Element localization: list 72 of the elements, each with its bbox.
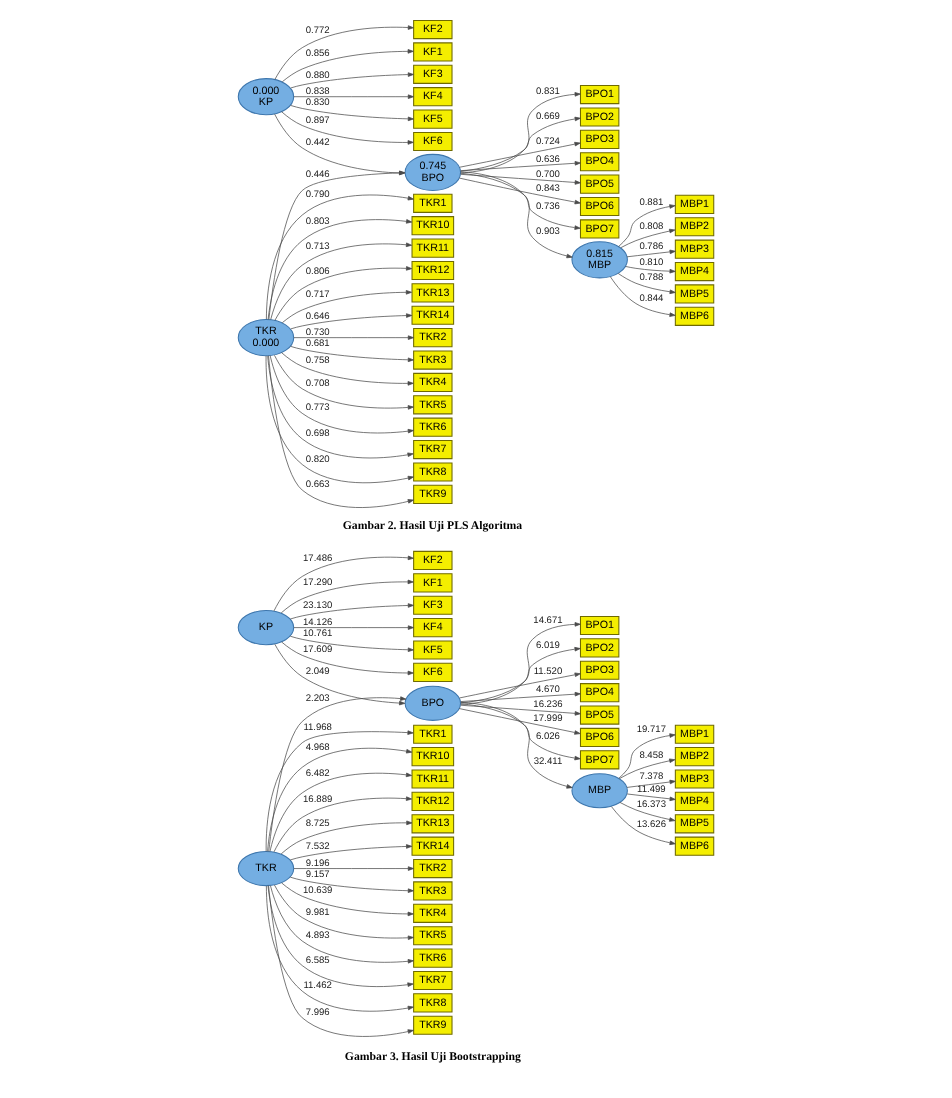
arrow xyxy=(270,885,414,964)
arrow xyxy=(460,646,581,704)
arrow xyxy=(273,796,413,853)
arrow xyxy=(281,290,412,324)
arrow xyxy=(460,622,581,705)
arrow xyxy=(268,355,414,508)
arrow xyxy=(274,884,414,940)
arrow xyxy=(626,779,676,788)
arrow xyxy=(460,173,581,185)
arrow xyxy=(460,116,581,172)
arrow xyxy=(289,635,414,652)
arrow xyxy=(273,555,414,612)
arrow xyxy=(269,772,413,852)
arrow xyxy=(274,354,414,410)
arrow xyxy=(274,25,414,80)
arrow xyxy=(267,219,413,320)
arrow xyxy=(293,625,414,630)
arrow xyxy=(620,228,676,249)
arrow xyxy=(460,691,581,702)
arrow xyxy=(281,882,414,917)
arrow xyxy=(626,793,676,802)
arrow xyxy=(460,92,581,174)
arrow xyxy=(460,704,581,716)
arrow xyxy=(459,672,581,699)
arrow xyxy=(268,696,407,852)
arrow xyxy=(618,733,676,779)
arrow xyxy=(458,708,581,735)
arrow xyxy=(281,641,414,676)
arrow xyxy=(266,194,414,320)
arrow xyxy=(460,172,581,230)
arrow xyxy=(267,747,413,852)
arrow xyxy=(460,703,581,761)
arrow xyxy=(619,802,676,822)
arrow xyxy=(625,266,676,274)
arrow xyxy=(290,105,414,122)
arrow xyxy=(274,643,406,706)
arrow xyxy=(274,266,413,321)
arrow xyxy=(269,355,414,434)
arrow xyxy=(266,885,414,1012)
arrow xyxy=(281,111,414,145)
arrow xyxy=(626,249,676,258)
arrow xyxy=(293,335,414,340)
arrow xyxy=(610,276,676,317)
arrow xyxy=(459,141,581,168)
arrow xyxy=(290,346,414,363)
arrow xyxy=(619,758,676,779)
arrow xyxy=(460,702,573,789)
arrow xyxy=(265,730,414,852)
arrow xyxy=(267,885,414,987)
arrow xyxy=(289,603,414,620)
arrow xyxy=(280,579,414,614)
arrow xyxy=(280,820,413,855)
arrow xyxy=(293,94,414,99)
arrow xyxy=(460,171,573,259)
arrow xyxy=(293,866,414,871)
arrow xyxy=(289,876,414,893)
arrow xyxy=(611,806,676,845)
arrow xyxy=(274,113,406,176)
arrow xyxy=(267,355,414,459)
arrow xyxy=(460,161,581,172)
arrow xyxy=(289,844,413,861)
arrow xyxy=(281,352,414,386)
arrow xyxy=(617,273,676,294)
arrow xyxy=(268,170,406,320)
arrow xyxy=(290,313,413,330)
arrow xyxy=(618,204,676,247)
arrow xyxy=(290,72,414,89)
arrow xyxy=(281,49,414,83)
arrow xyxy=(459,177,581,205)
arrow xyxy=(268,885,414,1037)
arrow xyxy=(270,242,413,320)
arrow xyxy=(265,355,414,484)
